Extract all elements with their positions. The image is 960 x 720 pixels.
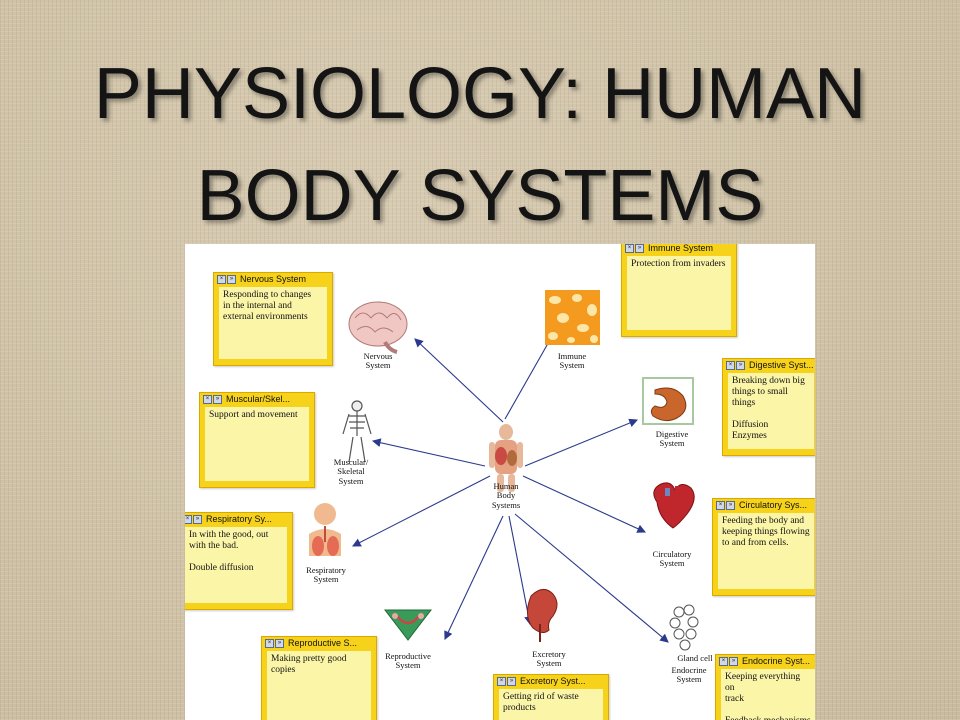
endocrine-system-label: Endocrine System xyxy=(671,665,707,685)
muscular-skeletal-system-label: Muscular/ Skeletal System xyxy=(333,457,369,486)
concept-map-canvas: Human Body Systems Nervous System Immune… xyxy=(185,244,815,720)
immune-tissue-icon xyxy=(545,290,600,345)
nervous-system-label: Nervous System xyxy=(363,351,393,371)
arrow-to-respiratory xyxy=(352,475,491,547)
circulatory-system-label: Circulatory System xyxy=(652,549,692,569)
arrow-to-nervous xyxy=(414,338,504,423)
note-text[interactable]: Protection from invaders xyxy=(627,256,731,330)
note-muscular-skeletal[interactable]: ×» Muscular/Skel... Support and movement xyxy=(199,392,315,488)
heart-icon xyxy=(653,482,695,529)
note-text[interactable]: Keeping everything on track Feedback mec… xyxy=(721,669,815,720)
note-collapse-icon[interactable]: » xyxy=(213,394,222,404)
connector-arrows xyxy=(352,323,669,643)
note-collapse-icon[interactable]: » xyxy=(729,656,738,666)
note-title: Respiratory Sy... xyxy=(206,514,272,524)
note-collapse-icon[interactable]: » xyxy=(275,638,284,648)
skeleton-icon xyxy=(342,400,372,463)
note-collapse-icon[interactable]: » xyxy=(736,360,745,370)
note-endocrine[interactable]: ×» Endocrine Syst... Keeping everything o… xyxy=(715,654,815,720)
note-title: Immune System xyxy=(648,244,714,253)
note-close-icon[interactable]: × xyxy=(497,676,506,686)
note-reproductive[interactable]: ×» Reproductive S... Making pretty good c… xyxy=(261,636,377,720)
lungs-icon xyxy=(309,503,341,556)
note-title: Reproductive S... xyxy=(288,638,358,648)
immune-system-label: Immune System xyxy=(557,351,587,371)
center-label: Human Body Systems xyxy=(491,481,521,510)
note-title: Circulatory Sys... xyxy=(739,500,808,510)
note-title: Excretory Syst... xyxy=(520,676,586,686)
note-text[interactable]: Responding to changes in the internal an… xyxy=(219,287,327,359)
arrow-to-muscular xyxy=(371,438,486,467)
note-close-icon[interactable]: × xyxy=(726,360,735,370)
reproductive-organ-icon xyxy=(383,609,433,641)
note-close-icon[interactable]: × xyxy=(265,638,274,648)
arrow-to-reproductive xyxy=(444,515,504,640)
note-respiratory[interactable]: ×» Respiratory Sy... In with the good, ou… xyxy=(185,512,293,610)
note-collapse-icon[interactable]: » xyxy=(507,676,516,686)
arrow-to-endocrine xyxy=(514,513,669,643)
concept-map-drawing xyxy=(309,290,699,651)
note-title: Nervous System xyxy=(240,274,307,284)
note-immune[interactable]: ×» Immune System Protection from invaders xyxy=(621,244,737,337)
note-collapse-icon[interactable]: » xyxy=(635,244,644,253)
note-text[interactable]: Feeding the body and keeping things flow… xyxy=(718,513,814,589)
digestive-system-label: Digestive System xyxy=(655,429,689,449)
note-digestive[interactable]: ×» Digestive Syst... Breaking down big th… xyxy=(722,358,815,456)
brain-icon xyxy=(348,301,408,354)
note-close-icon[interactable]: × xyxy=(719,656,728,666)
excretory-system-label: Excretory System xyxy=(532,649,566,669)
respiratory-system-label: Respiratory System xyxy=(306,565,346,585)
note-text[interactable]: Support and movement xyxy=(205,407,309,481)
note-close-icon[interactable]: × xyxy=(716,500,725,510)
note-collapse-icon[interactable]: » xyxy=(227,274,236,284)
human-body-icon xyxy=(489,424,523,492)
note-text[interactable]: Making pretty good copies xyxy=(267,651,371,720)
note-text[interactable]: Getting rid of waste products xyxy=(499,689,603,720)
note-text[interactable]: Breaking down big things to small things… xyxy=(728,373,814,449)
note-title: Muscular/Skel... xyxy=(226,394,291,404)
kidney-icon xyxy=(527,589,558,642)
note-text[interactable]: In with the good, out with the bad. Doub… xyxy=(185,527,287,603)
gland-cell-icon xyxy=(669,604,699,651)
note-collapse-icon[interactable]: » xyxy=(193,514,202,524)
stomach-icon xyxy=(642,377,694,425)
note-collapse-icon[interactable]: » xyxy=(726,500,735,510)
note-close-icon[interactable]: × xyxy=(203,394,212,404)
reproductive-system-label: Reproductive System xyxy=(385,651,431,671)
arrow-to-excretory xyxy=(508,515,533,626)
arrow-to-digestive xyxy=(524,418,639,467)
gland-cell-label: Gland cell xyxy=(677,653,713,663)
note-circulatory[interactable]: ×» Circulatory Sys... Feeding the body an… xyxy=(712,498,815,596)
note-title: Digestive Syst... xyxy=(749,360,814,370)
note-close-icon[interactable]: × xyxy=(217,274,226,284)
title-line-2: BODY SYSTEMS xyxy=(196,156,764,236)
note-close-icon[interactable]: × xyxy=(185,514,192,524)
arrow-to-circulatory xyxy=(522,475,646,533)
note-excretory[interactable]: ×» Excretory Syst... Getting rid of waste… xyxy=(493,674,609,720)
note-title: Endocrine Syst... xyxy=(742,656,811,666)
note-close-icon[interactable]: × xyxy=(625,244,634,253)
note-nervous[interactable]: ×» Nervous System Responding to changes i… xyxy=(213,272,333,366)
title-line-1: PHYSIOLOGY: HUMAN xyxy=(93,54,867,134)
